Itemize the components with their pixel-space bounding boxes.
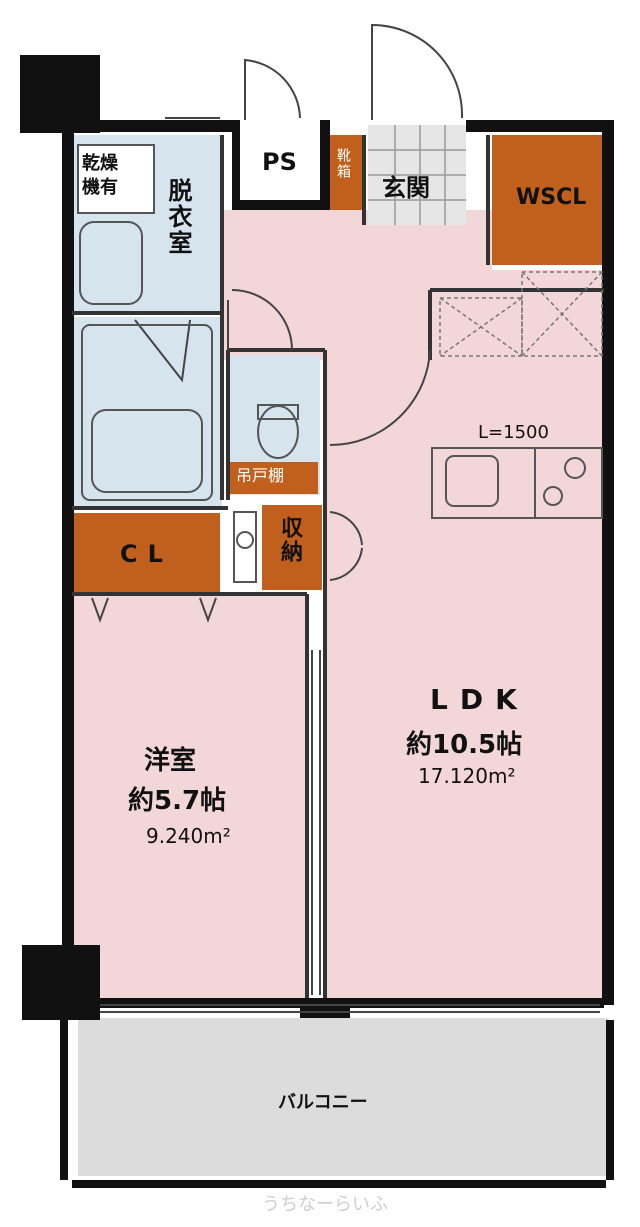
closet-block xyxy=(72,513,220,593)
fridge-space xyxy=(439,271,603,357)
western-room-floor xyxy=(72,594,307,998)
washer-label: 乾燥 機有 xyxy=(82,153,118,199)
door-swings xyxy=(134,23,464,581)
closet-label: CL xyxy=(120,540,173,568)
ps-label: PS xyxy=(262,148,297,176)
shoe-storage-label: 靴箱 xyxy=(335,148,351,180)
western-room-size: 約5.7帖 xyxy=(128,786,227,816)
ldk-name: LDK xyxy=(430,683,529,716)
washer-box xyxy=(77,144,155,214)
shoe-storage-block xyxy=(330,135,364,210)
western-room-name: 洋室 xyxy=(144,746,197,776)
toilet-storage-block xyxy=(230,462,318,494)
kitchen-length-label: L=1500 xyxy=(478,422,549,443)
balcony-label: バルコニー xyxy=(278,1092,368,1113)
dressing-room-label: 脱衣室 xyxy=(164,178,192,256)
closet-doors xyxy=(91,597,217,623)
bath-fixtures xyxy=(79,221,299,583)
balcony-floor xyxy=(78,1018,608,1176)
storage-label: 収納 xyxy=(277,516,302,564)
walls xyxy=(20,55,614,1188)
hallway-floor xyxy=(222,210,492,360)
bathroom-floor xyxy=(72,317,222,507)
ldk-size: 約10.5帖 xyxy=(406,730,523,760)
wscl-block xyxy=(492,135,604,265)
western-room-area: 9.240m² xyxy=(146,824,231,848)
toilet-storage-label: 吊戸棚 xyxy=(236,466,285,485)
interior-walls xyxy=(72,135,604,998)
entrance-label: 玄関 xyxy=(382,174,430,202)
watermark: うちなーらいふ xyxy=(262,1194,388,1215)
windows xyxy=(100,117,600,1013)
storage-block xyxy=(262,505,322,590)
kitchen-counter xyxy=(431,447,603,519)
ldk-area: 17.120m² xyxy=(418,764,516,788)
wscl-label: WSCL xyxy=(516,185,587,210)
entrance-tiles xyxy=(368,125,466,225)
ldk-floor xyxy=(325,270,605,998)
